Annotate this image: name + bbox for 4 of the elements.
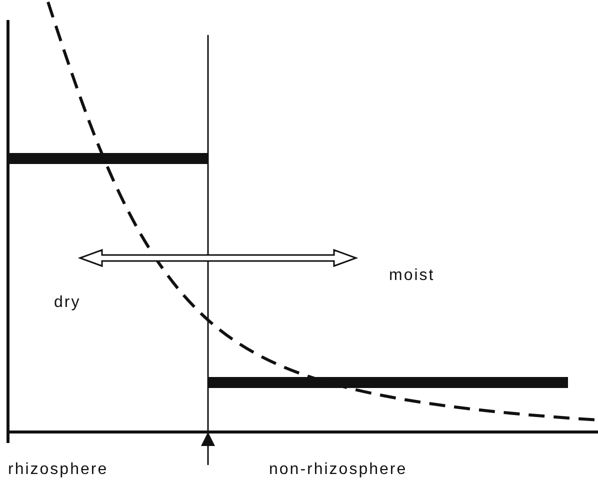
region-label: dry [54,295,81,311]
region-label: moist [389,268,435,284]
zone-label: rhizosphere [8,462,108,478]
zone-label: non-rhizosphere [269,462,408,478]
